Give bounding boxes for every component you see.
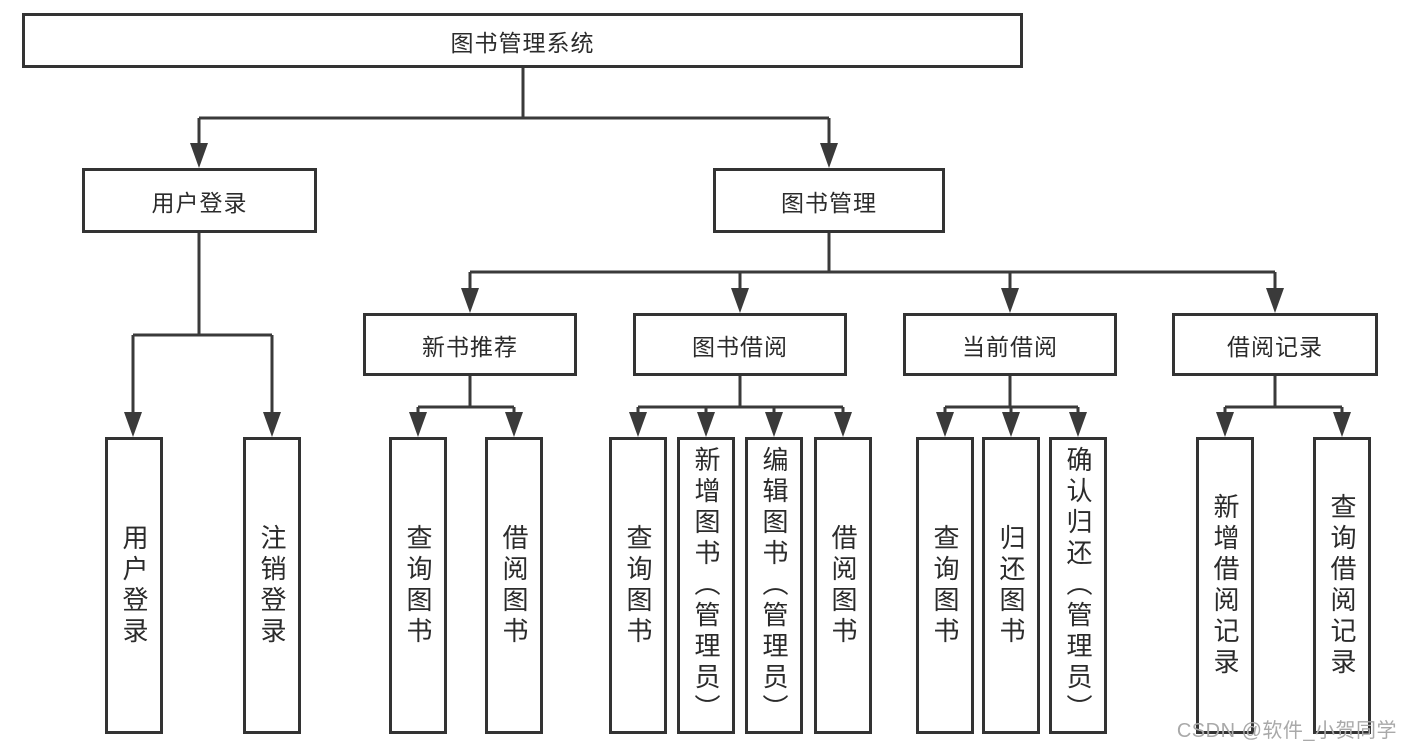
node-label: 新书推荐 bbox=[422, 333, 518, 360]
node-label: 当前借阅 bbox=[962, 333, 1058, 360]
leaf-current-confirm-return-admin: 确认归还（管理员） bbox=[1049, 437, 1107, 734]
leaf-user-login: 用户登录 bbox=[105, 437, 163, 734]
node-borrowing-records: 借阅记录 bbox=[1172, 313, 1378, 376]
node-label: 图书管理系统 bbox=[450, 29, 595, 56]
leaf-borrowing-borrow-book: 借阅图书 bbox=[814, 437, 872, 734]
node-library-management-system: 图书管理系统 bbox=[22, 13, 1023, 68]
node-label: 查询图书 bbox=[930, 523, 960, 648]
node-label: 查询图书 bbox=[403, 523, 433, 648]
leaf-current-query-book: 查询图书 bbox=[916, 437, 974, 734]
node-label: 查询借阅记录 bbox=[1327, 492, 1357, 679]
node-label: 图书借阅 bbox=[692, 333, 788, 360]
node-label: 借阅图书 bbox=[499, 523, 529, 648]
leaf-recommend-query-book: 查询图书 bbox=[389, 437, 447, 734]
node-label: 借阅记录 bbox=[1227, 333, 1323, 360]
leaf-records-add-record: 新增借阅记录 bbox=[1196, 437, 1254, 734]
node-label: 新增借阅记录 bbox=[1210, 492, 1240, 679]
node-book-management: 图书管理 bbox=[713, 168, 945, 233]
node-label: 借阅图书 bbox=[828, 523, 858, 648]
leaf-borrowing-query-book: 查询图书 bbox=[609, 437, 667, 734]
node-user-login: 用户登录 bbox=[82, 168, 317, 233]
leaf-current-return-book: 归还图书 bbox=[982, 437, 1040, 734]
leaf-recommend-borrow-book: 借阅图书 bbox=[485, 437, 543, 734]
node-current-borrowing: 当前借阅 bbox=[903, 313, 1117, 376]
node-label: 编辑图书（管理员） bbox=[759, 446, 789, 725]
node-label: 图书管理 bbox=[781, 189, 877, 216]
node-label: 用户登录 bbox=[151, 189, 248, 216]
node-label: 用户登录 bbox=[119, 523, 149, 648]
node-label: 归还图书 bbox=[996, 523, 1026, 648]
node-label: 新增图书（管理员） bbox=[691, 446, 721, 725]
leaf-borrowing-edit-book-admin: 编辑图书（管理员） bbox=[745, 437, 803, 734]
node-label: 查询图书 bbox=[623, 523, 653, 648]
node-label: 注销登录 bbox=[257, 523, 287, 648]
watermark: CSDN @软件_小贺同学 bbox=[1176, 720, 1397, 742]
node-label: 确认归还（管理员） bbox=[1063, 446, 1093, 725]
leaf-borrowing-add-book-admin: 新增图书（管理员） bbox=[677, 437, 735, 734]
node-new-book-recommendation: 新书推荐 bbox=[363, 313, 577, 376]
leaf-logout-login: 注销登录 bbox=[243, 437, 301, 734]
node-book-borrowing: 图书借阅 bbox=[633, 313, 847, 376]
leaf-records-query-record: 查询借阅记录 bbox=[1313, 437, 1371, 734]
